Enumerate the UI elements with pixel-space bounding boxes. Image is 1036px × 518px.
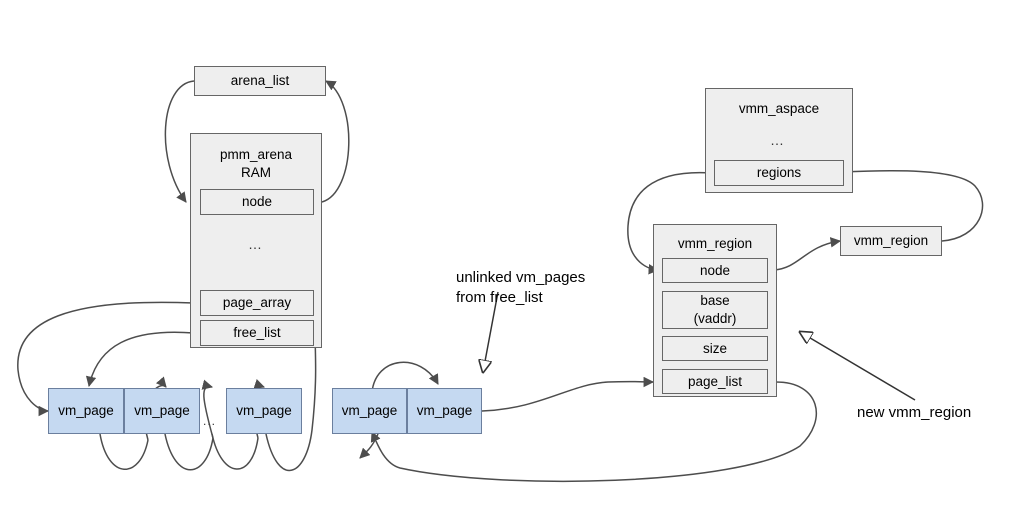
wire-regionpage-link-back [359, 433, 379, 459]
free-pages-gap-ellipsis: ... [203, 414, 217, 428]
pmm-arena-ellipsis: … [248, 236, 263, 252]
node-vmm-region-peer[interactable]: vmm_region [840, 226, 942, 256]
field-vmm-region-page-list[interactable]: page_list [662, 369, 768, 394]
wire-node-to-region-peer [773, 237, 842, 271]
field-vmm-aspace-regions[interactable]: regions [714, 160, 844, 186]
wire-freechain-3-under [211, 433, 259, 470]
free-vm-page-2[interactable]: vm_page [124, 388, 200, 434]
node-arena-list[interactable]: arena_list [194, 66, 326, 96]
free-vm-page-3[interactable]: vm_page [226, 388, 302, 434]
annotation-new-vmm-region: new vmm_region [857, 404, 972, 421]
wire-regionpages-to-pagelist [481, 376, 655, 412]
wire-node-to-arenalist [321, 80, 350, 203]
leader-new-vmm-region [800, 332, 916, 401]
free-vm-page-1[interactable]: vm_page [48, 388, 124, 434]
wire-freechain-1-under [99, 433, 149, 470]
field-pmm-arena-node[interactable]: node [200, 189, 314, 215]
field-pmm-arena-page-array[interactable]: page_array [200, 290, 314, 316]
vmm-aspace-title: vmm_aspace [738, 101, 820, 116]
wire-freechain-2-over [201, 379, 214, 439]
field-vmm-region-size[interactable]: size [662, 336, 768, 361]
field-pmm-arena-free-list[interactable]: free_list [200, 320, 314, 346]
vmm-aspace-ellipsis: … [770, 132, 785, 148]
region-vm-page-1[interactable]: vm_page [332, 388, 407, 434]
field-vmm-region-base[interactable]: base (vaddr) [662, 291, 768, 329]
pmm-arena-title: pmm_arena RAM [219, 147, 293, 180]
wire-freechain-2-under [164, 433, 214, 471]
field-vmm-region-node[interactable]: node [662, 258, 768, 283]
region-vm-page-2[interactable]: vm_page [407, 388, 482, 434]
annotation-unlinked-vm-pages: unlinked vm_pages from free_list [456, 269, 586, 307]
wire-freelist-to-page1 [85, 331, 195, 388]
vmm-region-title: vmm_region [677, 236, 753, 251]
